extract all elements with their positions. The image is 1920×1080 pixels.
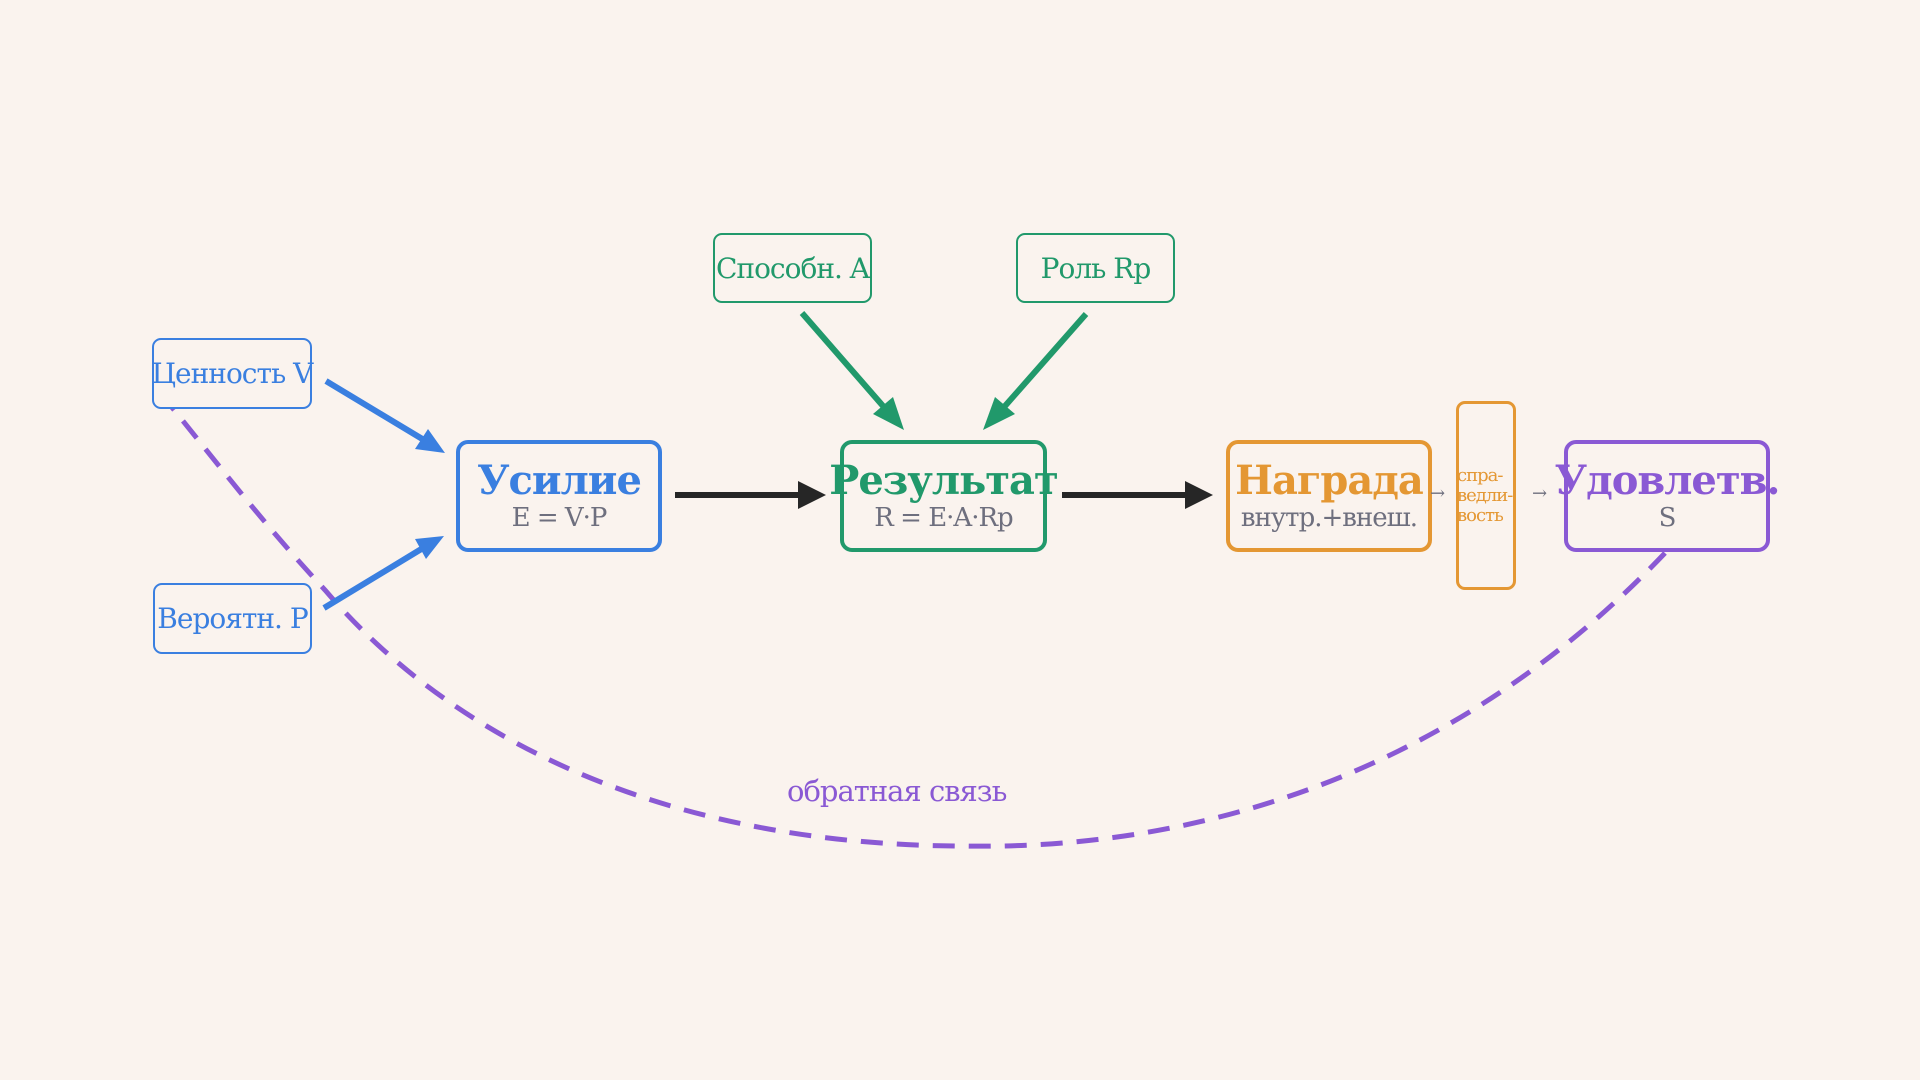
node-probability-label: Вероятн. P bbox=[157, 602, 308, 635]
node-probability: Вероятн. P bbox=[153, 583, 312, 654]
arrowhead-role-to-result bbox=[983, 397, 1015, 430]
node-effort: Усилие E = V·P bbox=[456, 440, 662, 552]
arrowhead-probability-to-effort bbox=[415, 536, 444, 559]
arrow-ability-to-result bbox=[799, 311, 886, 408]
node-result-title: Результат bbox=[829, 457, 1058, 504]
feedback-label: обратная связь bbox=[787, 774, 1007, 808]
node-justice-line-2: ведли- bbox=[1457, 484, 1513, 506]
node-reward-formula: внутр.+внеш. bbox=[1240, 503, 1418, 533]
arrowhead-ability-to-result bbox=[873, 397, 904, 430]
arrowhead-result-to-reward bbox=[1185, 481, 1213, 509]
node-satisfaction-title: Удовлетв. bbox=[1554, 457, 1781, 504]
arrow-value-to-effort bbox=[324, 378, 426, 443]
node-result-formula: R = E·A·Rp bbox=[874, 503, 1013, 533]
connector-justice-to-satisfaction: → bbox=[1532, 483, 1548, 504]
node-value: Ценность V bbox=[151, 338, 314, 409]
node-result: Результат R = E·A·Rp bbox=[829, 440, 1059, 552]
node-role: Роль Rp bbox=[1016, 233, 1175, 303]
arrowhead-effort-to-result bbox=[798, 481, 826, 509]
node-satisfaction: Удовлетв. S bbox=[1555, 440, 1780, 552]
node-satisfaction-formula: S bbox=[1658, 503, 1677, 533]
node-justice-line-3: вость bbox=[1457, 504, 1504, 526]
node-effort-formula: E = V·P bbox=[511, 503, 608, 533]
node-role-label: Роль Rp bbox=[1040, 251, 1152, 285]
arrowhead-value-to-effort bbox=[415, 429, 445, 453]
node-reward: Награда внутр.+внеш. bbox=[1226, 440, 1432, 552]
node-reward-title: Награда bbox=[1235, 457, 1424, 504]
node-justice: спра- ведли- вость bbox=[1456, 401, 1516, 590]
node-ability-label: Способн. A bbox=[715, 251, 870, 285]
node-effort-title: Усилие bbox=[477, 457, 642, 504]
node-ability: Способн. A bbox=[713, 233, 872, 303]
node-value-label: Ценность V bbox=[151, 357, 314, 390]
arrow-role-to-result bbox=[1002, 312, 1089, 408]
connector-reward-to-justice: → bbox=[1430, 483, 1446, 504]
node-justice-line-1: спра- bbox=[1457, 464, 1503, 486]
arrow-probability-to-effort bbox=[322, 545, 425, 611]
feedback-curve bbox=[168, 403, 1667, 849]
